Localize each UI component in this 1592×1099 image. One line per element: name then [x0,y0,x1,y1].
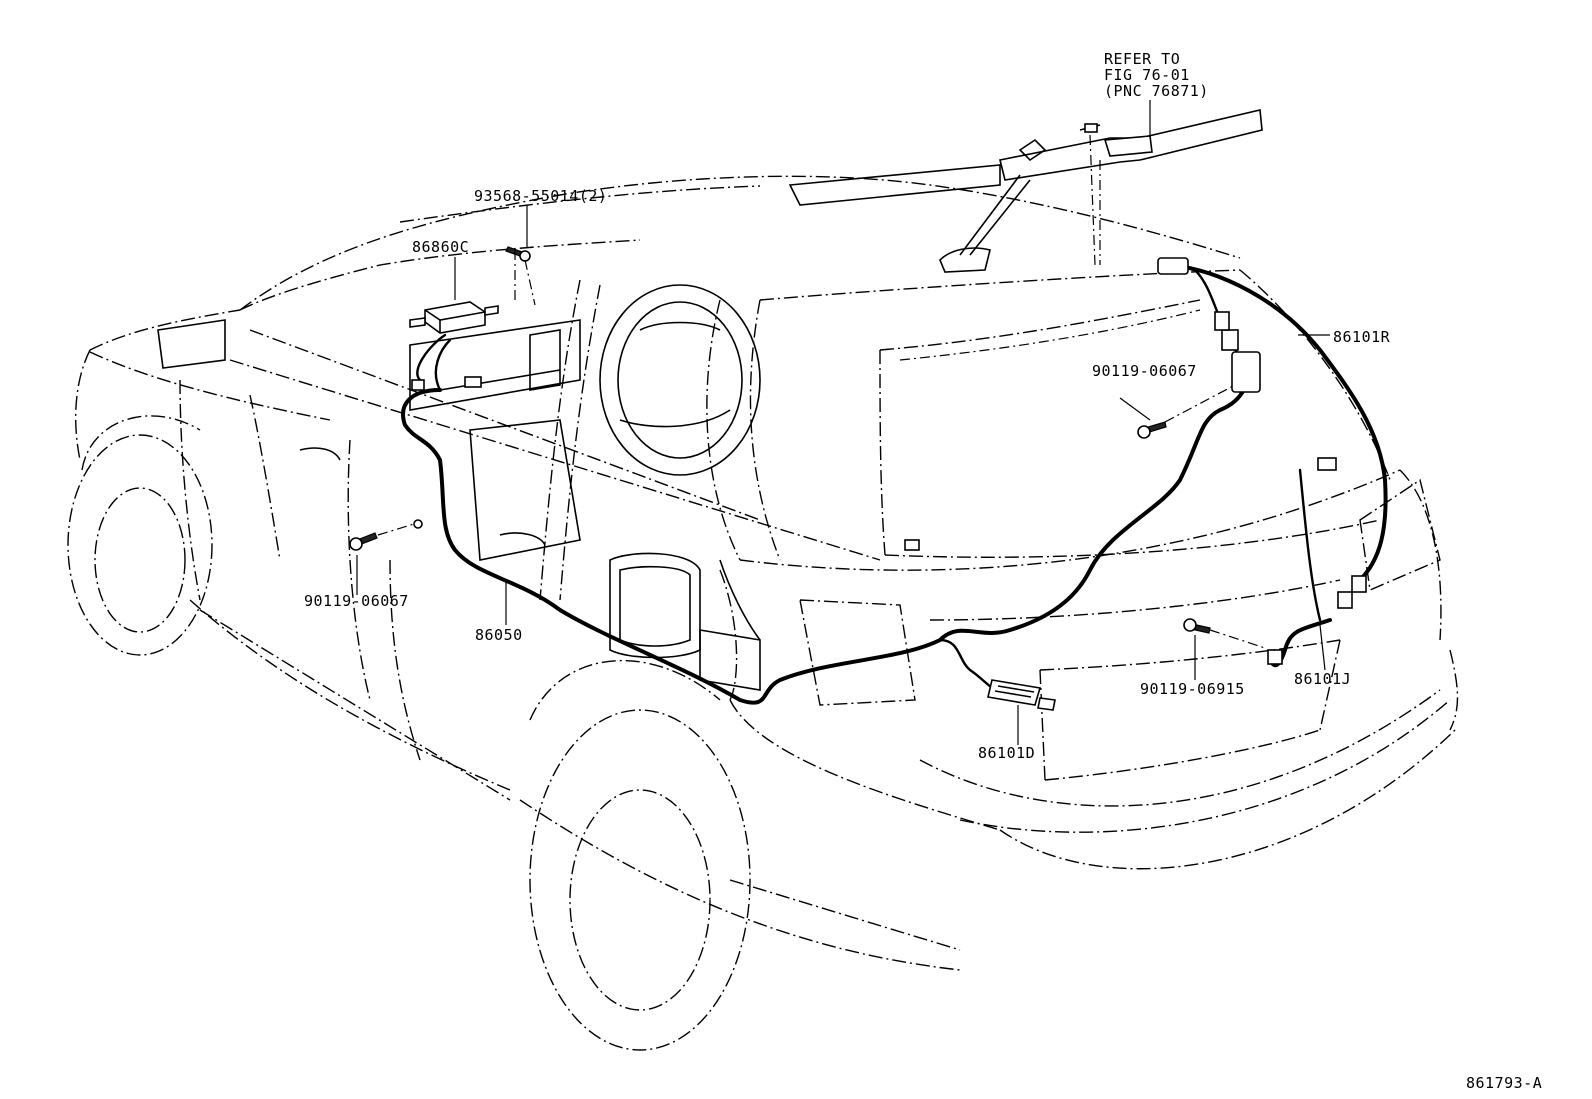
bolt-90119-06067-upper [1137,421,1167,439]
bolt-90119-06067-left [349,519,423,551]
wire-harness-86101J [1268,468,1332,668]
harness-connectors [411,257,1367,665]
note-line-3: (PNC 76871) [1104,82,1209,100]
figure-id: 861793-A [1466,1074,1542,1092]
wire-harness-86101R [938,263,1388,692]
label-86101D: 86101D [978,744,1035,762]
label-93568-55014: 93568-55014(2) [474,187,607,205]
note-line-2: FIG 76-01 [1104,66,1190,84]
label-90119-06067-left: 90119-06067 [304,592,409,610]
label-90119-06915: 90119-06915 [1140,680,1245,698]
control-unit-86860C [409,301,499,334]
vehicle-outline [67,164,1459,1051]
label-86101J: 86101J [1294,670,1351,688]
label-86860C: 86860C [412,238,469,256]
bolt-93568-55014 [505,246,531,262]
note-line-1: REFER TO [1104,50,1180,68]
roof-antenna-module [999,100,1263,266]
label-86101R: 86101R [1333,328,1391,346]
label-90119-06067-upper: 90119-06067 [1092,362,1197,380]
wire-harness-86050 [401,333,942,705]
callout-labels: REFER TO FIG 76-01 (PNC 76871) 93568-550… [304,50,1542,1092]
bolt-90119-06915 [1183,618,1211,634]
leader-lines [356,205,1330,745]
label-86050: 86050 [475,626,523,644]
connector-86101D [987,679,1056,711]
